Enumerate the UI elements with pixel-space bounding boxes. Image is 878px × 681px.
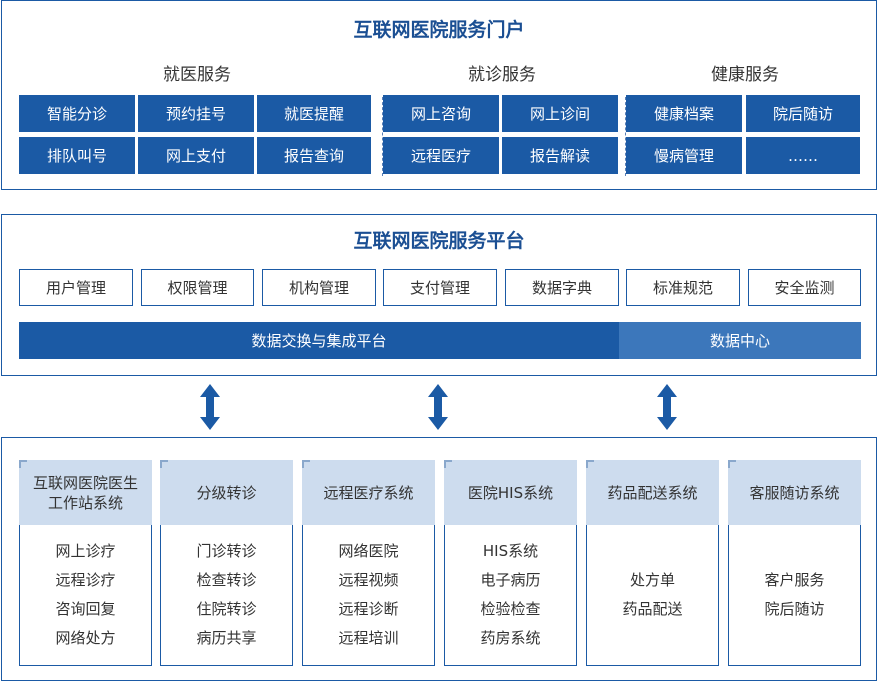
system-item: 电子病历	[480, 571, 541, 589]
system-item: 远程诊疗	[55, 571, 116, 589]
system-item: 院后随访	[764, 600, 825, 618]
system-item: 门诊转诊	[196, 542, 257, 560]
system-header: 互联网医院医生工作站系统	[19, 460, 152, 525]
group-title-health-service: 健康服务	[711, 65, 779, 85]
portal-item-health-record: 健康档案	[626, 95, 742, 132]
portal-item-smart-triage: 智能分诊	[19, 95, 135, 132]
system-column-customer-followup: 客服随访系统 客户服务 院后随访	[728, 460, 861, 666]
group-divider	[625, 97, 626, 176]
system-header: 远程医疗系统	[302, 460, 435, 525]
data-exchange-integration-bar: 数据交换与集成平台	[19, 322, 619, 359]
system-item: 客户服务	[764, 571, 825, 589]
system-item: 网络医院	[338, 542, 399, 560]
system-item: 检验检查	[480, 600, 541, 618]
system-item: 网络处方	[55, 629, 116, 647]
system-items: HIS系统 电子病历 检验检查 药房系统	[444, 525, 577, 666]
portal-item-visit-reminder: 就医提醒	[257, 95, 371, 132]
system-item: 药品配送	[622, 600, 683, 618]
module-security-monitoring: 安全监测	[748, 269, 861, 306]
module-user-management: 用户管理	[19, 269, 133, 306]
business-systems-panel: 互联网医院医生工作站系统 网上诊疗 远程诊疗 咨询回复 网络处方 分级转诊 门诊…	[1, 437, 877, 681]
system-column-doctor-workstation: 互联网医院医生工作站系统 网上诊疗 远程诊疗 咨询回复 网络处方	[19, 460, 152, 666]
platform-title: 互联网医院服务平台	[353, 230, 525, 252]
system-header: 医院HIS系统	[444, 460, 577, 525]
data-center-bar: 数据中心	[619, 322, 861, 359]
system-item: 远程诊断	[338, 600, 399, 618]
system-header: 分级转诊	[160, 460, 293, 525]
module-institution-management: 机构管理	[262, 269, 376, 306]
group-title-visit-service: 就诊服务	[468, 65, 536, 85]
portal-title: 互联网医院服务门户	[353, 19, 525, 41]
system-item: 咨询回复	[55, 600, 116, 618]
system-column-tiered-referral: 分级转诊 门诊转诊 检查转诊 住院转诊 病历共享	[160, 460, 293, 666]
system-items: 客户服务 院后随访	[728, 525, 861, 666]
portal-item-report-interpretation: 报告解读	[502, 137, 618, 174]
system-item: 住院转诊	[196, 600, 257, 618]
portal-item-queue-call: 排队叫号	[19, 137, 135, 174]
module-data-dictionary: 数据字典	[505, 269, 619, 306]
system-items: 网上诊疗 远程诊疗 咨询回复 网络处方	[19, 525, 152, 666]
module-standards: 标准规范	[626, 269, 740, 306]
portal-item-chronic-disease: 慢病管理	[626, 137, 742, 174]
service-platform-panel: 互联网医院服务平台 用户管理 权限管理 机构管理 支付管理 数据字典 标准规范 …	[1, 214, 877, 376]
service-portal-panel: 互联网医院服务门户 就医服务 就诊服务 健康服务 智能分诊 预约挂号 就医提醒 …	[1, 0, 877, 190]
group-title-medical-service: 就医服务	[163, 65, 231, 85]
system-items: 处方单 药品配送	[586, 525, 719, 666]
system-item: 处方单	[629, 571, 675, 589]
system-header: 客服随访系统	[728, 460, 861, 525]
system-item: 远程视频	[338, 571, 399, 589]
bidirectional-arrow-icon	[200, 384, 220, 430]
portal-item-online-payment: 网上支付	[138, 137, 254, 174]
system-column-his: 医院HIS系统 HIS系统 电子病历 检验检查 药房系统	[444, 460, 577, 666]
system-column-telemedicine: 远程医疗系统 网络医院 远程视频 远程诊断 远程培训	[302, 460, 435, 666]
system-item: HIS系统	[482, 542, 539, 560]
module-permission-management: 权限管理	[141, 269, 254, 306]
portal-item-report-query: 报告查询	[257, 137, 371, 174]
portal-item-appointment: 预约挂号	[138, 95, 254, 132]
portal-item-more: ……	[746, 137, 860, 174]
system-item: 远程培训	[338, 629, 399, 647]
system-item: 网上诊疗	[55, 542, 116, 560]
portal-item-online-consultation: 网上咨询	[383, 95, 499, 132]
portal-item-telemedicine: 远程医疗	[383, 137, 499, 174]
system-items: 门诊转诊 检查转诊 住院转诊 病历共享	[160, 525, 293, 666]
system-item: 药房系统	[480, 629, 541, 647]
system-item: 病历共享	[196, 629, 257, 647]
portal-item-post-discharge-followup: 院后随访	[746, 95, 860, 132]
system-header: 药品配送系统	[586, 460, 719, 525]
system-column-drug-delivery: 药品配送系统 处方单 药品配送	[586, 460, 719, 666]
bidirectional-arrow-icon	[657, 384, 677, 430]
system-item: 检查转诊	[196, 571, 257, 589]
bidirectional-arrow-icon	[428, 384, 448, 430]
portal-item-online-clinic: 网上诊间	[502, 95, 618, 132]
module-payment-management: 支付管理	[383, 269, 497, 306]
group-divider	[382, 97, 383, 176]
system-items: 网络医院 远程视频 远程诊断 远程培训	[302, 525, 435, 666]
